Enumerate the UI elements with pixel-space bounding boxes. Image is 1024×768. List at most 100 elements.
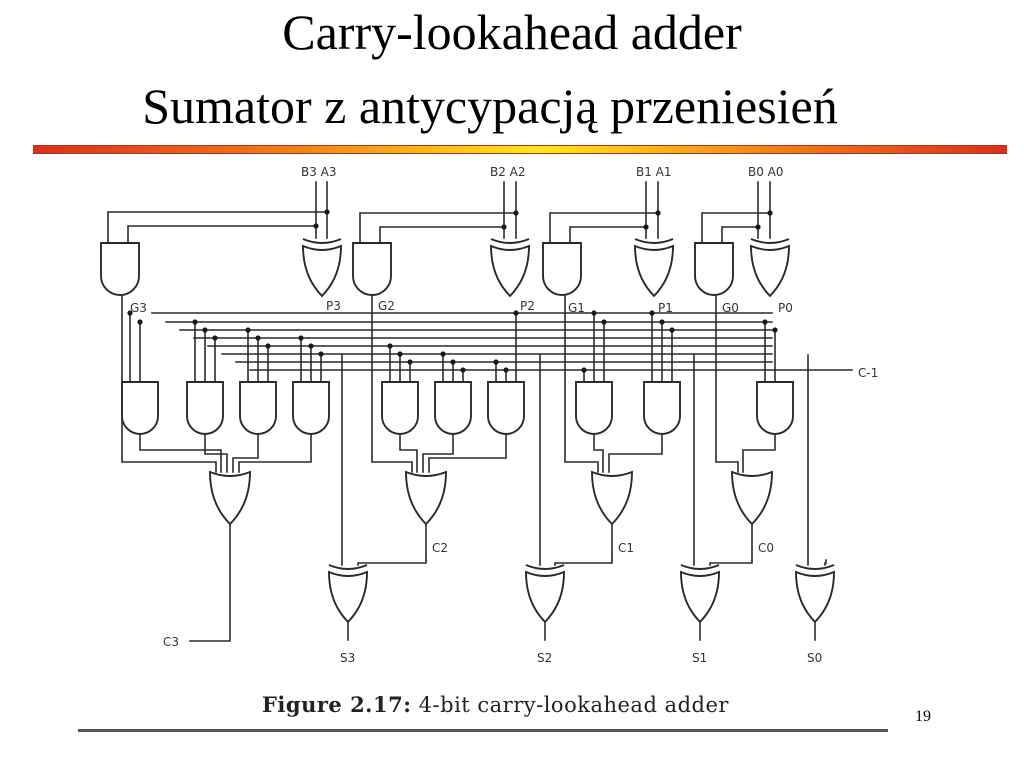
generate-lead-1 xyxy=(371,294,413,473)
junction-dot xyxy=(192,319,198,325)
generate-and-gate-3 xyxy=(694,242,734,296)
generate-and-gate-1 xyxy=(352,242,392,296)
propagate-xor-gate-2-xor-arc xyxy=(634,238,674,244)
carry-or-input-2-0 xyxy=(593,433,604,473)
junction-dot xyxy=(313,223,319,229)
carry-label-2: C2 xyxy=(432,541,448,555)
sum-carry-input-1 xyxy=(554,559,613,566)
junction-dot xyxy=(767,210,773,216)
junction-dot xyxy=(308,343,314,349)
generate-branch-b-3 xyxy=(721,226,759,244)
lookahead-and-gate-9 xyxy=(756,381,794,435)
generate-branch-b-2 xyxy=(569,226,647,244)
sum-carry-input-3 xyxy=(824,559,827,566)
junction-dot xyxy=(655,210,661,216)
junction-dot xyxy=(591,310,597,316)
carry-or-gate-2 xyxy=(591,470,633,526)
figure-caption-text: 4-bit carry-lookahead adder xyxy=(418,693,729,717)
circuit-wires xyxy=(107,181,853,642)
junction-dot xyxy=(649,310,655,316)
generate-branch-a-1 xyxy=(359,212,517,244)
generate-branch-a-3 xyxy=(701,212,771,244)
junction-dot xyxy=(762,319,768,325)
figure-caption: Figure 2.17: 4-bit carry-lookahead adder xyxy=(262,692,729,717)
lookahead-and-gate-0 xyxy=(121,381,159,435)
propagate-xor-gate-0 xyxy=(302,244,342,298)
sum-xor-gate-2-xor-arc xyxy=(680,564,720,570)
slide-title-line-2: Sumator z antycypacją przeniesień xyxy=(142,78,838,134)
junction-dot xyxy=(324,209,330,215)
junction-dot xyxy=(513,310,519,316)
generate-label-2: G1 xyxy=(568,301,585,315)
input-label-0: B3 A3 xyxy=(301,165,337,179)
sum-label-2: S1 xyxy=(692,651,707,665)
slide-title-line-1: Carry-lookahead adder xyxy=(282,4,742,60)
input-label-2: B1 A1 xyxy=(636,165,672,179)
carry-in-label: C-1 xyxy=(858,366,878,380)
carry-out-wire-3 xyxy=(189,523,231,642)
carry-or-input-0-3 xyxy=(238,433,312,473)
sum-carry-input-0 xyxy=(357,559,427,566)
junction-dot xyxy=(298,335,304,341)
generate-branch-a-0 xyxy=(107,211,328,244)
generate-branch-b-0 xyxy=(127,225,317,244)
carry-or-gate-0 xyxy=(209,470,251,526)
carry-or-gate-3 xyxy=(731,470,773,526)
sum-xor-gate-1-xor-arc xyxy=(525,564,565,570)
junction-dot xyxy=(245,327,251,333)
propagate-xor-gate-3 xyxy=(750,244,790,298)
sum-xor-gate-0-xor-arc xyxy=(328,564,368,570)
junction-dot xyxy=(460,367,466,373)
junction-dot xyxy=(513,210,519,216)
generate-lead-0 xyxy=(121,294,217,473)
junction-dot xyxy=(387,343,393,349)
generate-label-1: G2 xyxy=(378,299,395,313)
generate-lead-2 xyxy=(564,294,599,473)
generate-label-3: G0 xyxy=(722,301,739,315)
carry-or-input-0-1 xyxy=(204,433,228,473)
junction-dot xyxy=(202,327,208,333)
junction-dot xyxy=(212,335,218,341)
sum-label-0: S3 xyxy=(340,651,355,665)
junction-dot xyxy=(501,224,507,230)
sum-xor-gate-2 xyxy=(680,570,720,624)
propagate-xor-gate-0-xor-arc xyxy=(302,238,342,244)
propagate-label-2: P1 xyxy=(658,301,673,315)
carry-or-gate-1 xyxy=(405,470,447,526)
input-label-1: B2 A2 xyxy=(490,165,526,179)
junction-dot xyxy=(440,351,446,357)
junction-dot xyxy=(493,359,499,365)
generate-and-gate-0 xyxy=(100,242,140,296)
junction-dot xyxy=(659,319,665,325)
junction-dot xyxy=(643,224,649,230)
junction-dot xyxy=(581,367,587,373)
lookahead-and-gate-1 xyxy=(186,381,224,435)
carry-or-input-0-0 xyxy=(139,433,222,473)
sum-xor-gate-1 xyxy=(525,570,565,624)
sum-xor-gate-3 xyxy=(795,570,835,624)
carry-or-input-1-2 xyxy=(428,433,507,473)
junction-dots xyxy=(127,209,778,373)
junction-dot xyxy=(503,367,509,373)
figure-caption-label: Figure 2.17: xyxy=(262,692,412,717)
junction-dot xyxy=(669,327,675,333)
carry-or-input-1-0 xyxy=(399,433,418,473)
propagate-xor-gate-1 xyxy=(490,244,530,298)
sum-xor-gate-3-xor-arc xyxy=(795,564,835,570)
generate-branch-a-2 xyxy=(549,212,659,244)
sum-xor-gate-0 xyxy=(328,570,368,624)
junction-dot xyxy=(255,335,261,341)
sum-carry-input-2 xyxy=(709,559,753,566)
figure-underline xyxy=(78,729,888,732)
junction-dot xyxy=(397,351,403,357)
lookahead-and-gate-3 xyxy=(292,381,330,435)
sum-label-3: S0 xyxy=(807,651,822,665)
generate-lead-3 xyxy=(715,294,739,473)
lookahead-and-gate-6 xyxy=(487,381,525,435)
input-label-3: B0 A0 xyxy=(748,165,784,179)
junction-dot xyxy=(127,310,133,316)
junction-dot xyxy=(601,319,607,325)
carry-or-input-1-1 xyxy=(422,433,454,473)
propagate-label-1: P2 xyxy=(520,299,535,313)
generate-and-gate-2 xyxy=(542,242,582,296)
